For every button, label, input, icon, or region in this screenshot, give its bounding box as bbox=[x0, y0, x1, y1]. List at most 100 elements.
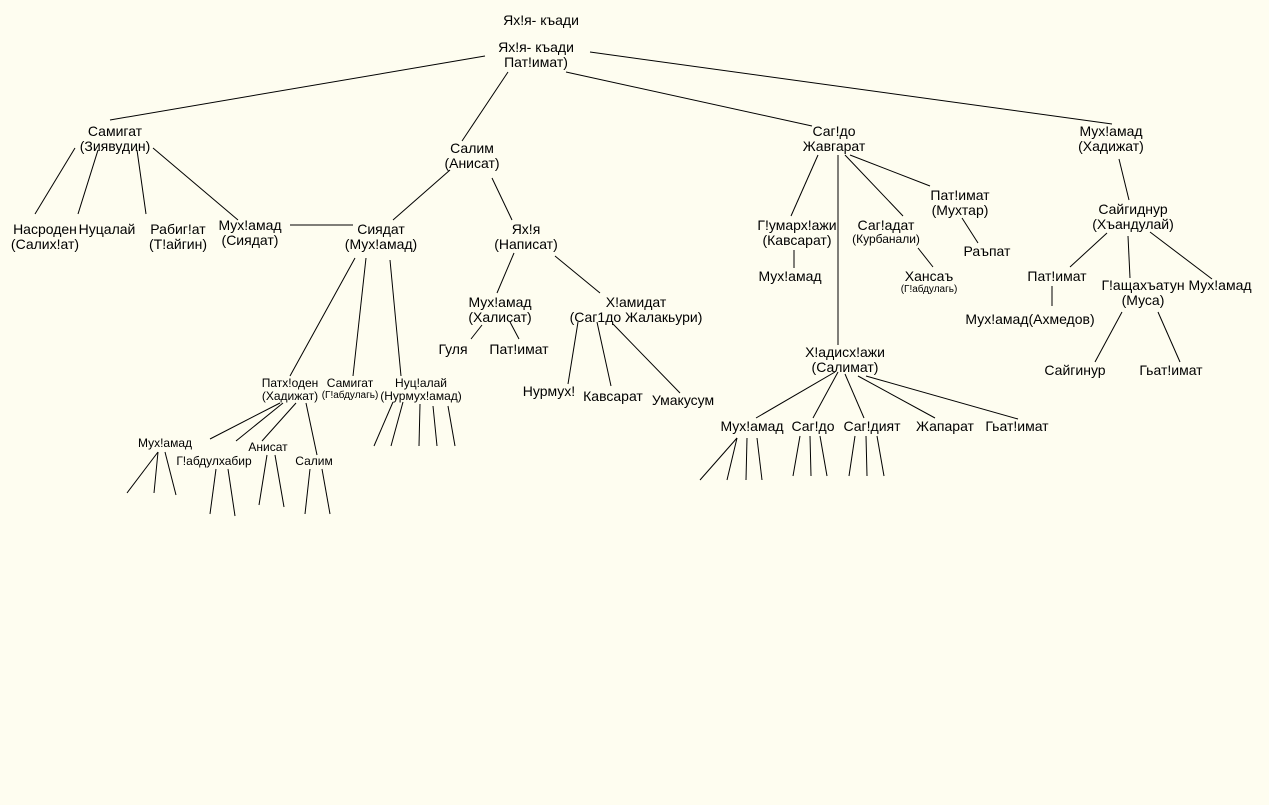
node-nurmuh: Нурмух! bbox=[522, 383, 576, 399]
tree-connector bbox=[1157, 311, 1181, 363]
node-saygidnur: Сайгиднур(Хъандулай) bbox=[1092, 201, 1174, 232]
node-gulya: Гуля bbox=[438, 341, 468, 357]
node-muhamad-halisat: Мух!амад(Халисат) bbox=[468, 294, 532, 325]
tree-connector bbox=[389, 259, 402, 377]
tree-connector bbox=[876, 435, 885, 477]
node-hamidat: Х!амидат(Саг1до Жалакьури) bbox=[569, 294, 703, 325]
tree-connector bbox=[470, 324, 483, 340]
tree-connector bbox=[699, 437, 738, 481]
node-patimat-h: Пат!имат bbox=[489, 341, 549, 357]
tree-connector bbox=[849, 154, 931, 187]
node-gatimat: Гьат!имат bbox=[1139, 362, 1203, 378]
node-patimat-s: Пат!имат bbox=[1027, 268, 1087, 284]
node-samigat: Самигат(Зиявудин) bbox=[79, 123, 151, 154]
tree-connector bbox=[865, 435, 868, 477]
tree-connector bbox=[790, 154, 819, 217]
tree-connector bbox=[596, 321, 612, 387]
tree-connector bbox=[491, 177, 513, 221]
tree-connector bbox=[305, 402, 318, 456]
tree-connector bbox=[1127, 235, 1131, 279]
node-hadis-child-3: Саг!дият bbox=[843, 418, 901, 434]
node-hadis-child-1: Мух!амад bbox=[720, 418, 784, 434]
tree-connector bbox=[152, 147, 239, 221]
node-yahya: Ях!я(Написат) bbox=[494, 221, 558, 252]
node-patimat-muhtar: Пат!имат(Мухтар) bbox=[930, 187, 990, 218]
tree-connector bbox=[321, 468, 331, 515]
node-gumarhazhi: Г!умарх!ажи(Кавсарат) bbox=[757, 217, 837, 248]
tree-connector bbox=[589, 51, 1113, 125]
tree-connector bbox=[209, 468, 217, 515]
tree-connector bbox=[447, 405, 456, 447]
tree-connector bbox=[496, 252, 515, 294]
tree-connector bbox=[792, 435, 801, 477]
node-muhamad-siyadat: Мух!амад(Сиядат) bbox=[218, 217, 282, 248]
node-sagadat: Саг!адат(Курбанали) bbox=[852, 217, 920, 246]
node-nucalay2: Нуц!алай(Нурмух!амад) bbox=[380, 376, 462, 403]
tree-connector bbox=[745, 437, 748, 481]
tree-connector bbox=[227, 468, 236, 517]
tree-connector bbox=[77, 149, 99, 215]
node-anisat: Анисат bbox=[248, 440, 288, 454]
tree-connector bbox=[865, 375, 1019, 420]
tree-connector bbox=[153, 451, 159, 494]
node-rabigat: Рабиг!ат(Т!айгин) bbox=[148, 221, 208, 252]
tree-connector bbox=[567, 321, 579, 385]
node-siyadat: Сиядат(Мух!амад) bbox=[344, 221, 418, 252]
tree-connector bbox=[857, 375, 936, 419]
tree-connector bbox=[390, 401, 404, 447]
tree-connector bbox=[392, 169, 451, 221]
node-muhamad-hadizhat: Мух!амад(Хадижат) bbox=[1078, 123, 1144, 154]
tree-connector bbox=[1118, 158, 1130, 201]
tree-connector bbox=[848, 435, 856, 477]
node-salim2: Салим bbox=[295, 454, 333, 468]
tree-title: Ях!я- къади bbox=[503, 12, 579, 28]
tree-connector bbox=[612, 323, 681, 394]
tree-connector bbox=[1094, 311, 1123, 363]
node-muhamad-r: Мух!амад bbox=[1188, 277, 1252, 293]
tree-connector bbox=[819, 435, 828, 477]
tree-connector bbox=[844, 154, 904, 217]
node-umakusum: Умакусум bbox=[651, 392, 715, 408]
tree-connector bbox=[126, 451, 159, 494]
node-rapat: Раъпат bbox=[963, 243, 1011, 259]
tree-connector bbox=[755, 371, 836, 419]
tree-connector bbox=[261, 402, 297, 442]
tree-connector bbox=[812, 371, 839, 419]
node-hadis-child-5: Гьат!имат bbox=[985, 418, 1049, 434]
node-hadis: Х!адисх!ажи(Салимат) bbox=[805, 344, 885, 375]
tree-connector bbox=[432, 405, 438, 447]
node-gashah: Г!ащахъатун(Муса) bbox=[1101, 277, 1185, 308]
tree-connector bbox=[554, 255, 601, 294]
tree-connector bbox=[289, 257, 356, 377]
node-gabdulhabir: Г!абдулхабир bbox=[176, 454, 252, 468]
tree-connector bbox=[756, 437, 763, 481]
tree-connector bbox=[164, 451, 177, 496]
tree-connector bbox=[274, 454, 285, 508]
node-hadis-child-2: Саг!до bbox=[791, 418, 835, 434]
tree-connector bbox=[1149, 231, 1213, 280]
node-nasroden: Насроден(Салих!ат) bbox=[10, 221, 80, 252]
tree-connector bbox=[844, 373, 865, 419]
tree-connector bbox=[461, 71, 509, 142]
tree-connector bbox=[235, 402, 284, 442]
tree-connector bbox=[373, 401, 394, 447]
tree-connector bbox=[109, 55, 486, 121]
tree-connector bbox=[258, 454, 268, 506]
tree-connector bbox=[418, 403, 421, 447]
node-samigat2: Самигат(Г!абдулагь) bbox=[321, 376, 379, 402]
node-muhamad-k: Мух!амад bbox=[758, 268, 822, 284]
tree-connector bbox=[34, 147, 76, 215]
node-patkhoden: Патх!оден(Хадижат) bbox=[261, 376, 319, 403]
tree-connector bbox=[565, 71, 813, 127]
node-saygidnur2: Сайгинур bbox=[1044, 362, 1106, 378]
tree-connector bbox=[1069, 232, 1108, 268]
tree-connector bbox=[809, 435, 812, 477]
node-hadis-child-4: Жапарат bbox=[916, 418, 974, 434]
tree-connector bbox=[509, 321, 520, 340]
node-hansa: Хансаъ(Г!абдулагь) bbox=[900, 268, 958, 296]
tree-connector bbox=[304, 468, 311, 515]
node-muhamad3: Мух!амад bbox=[137, 436, 193, 450]
